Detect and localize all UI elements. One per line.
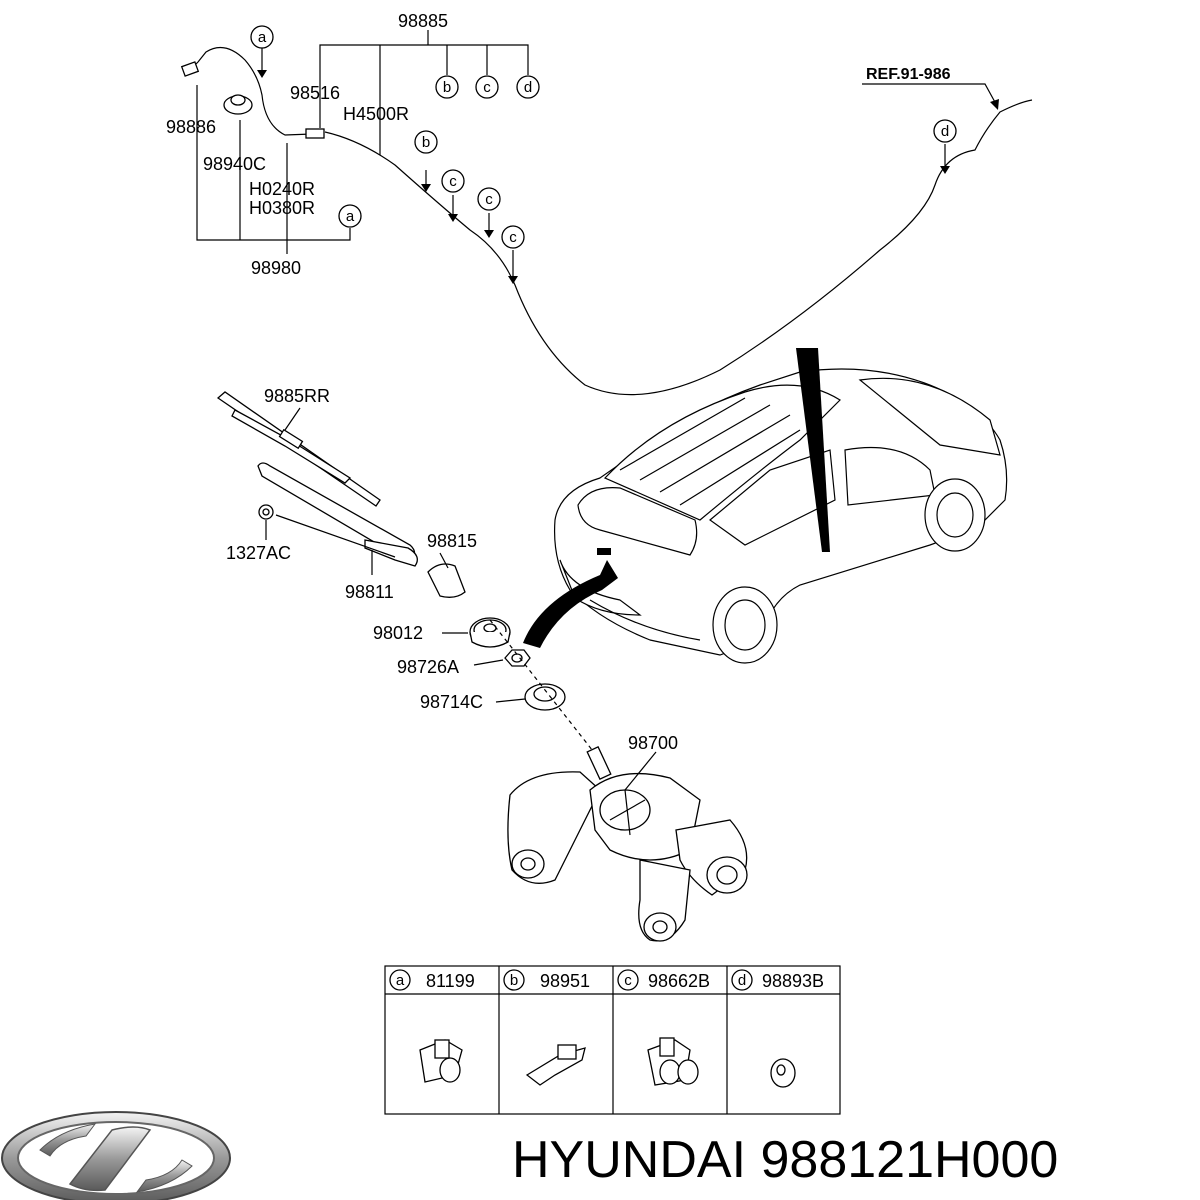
legend-part-98662b: 98662B (648, 971, 710, 991)
clip-legend-table: a 81199 b 98951 c 98662B d 98893B (384, 965, 841, 1115)
label-9885rr: 9885RR (264, 386, 330, 406)
callout-b-top: b (435, 75, 459, 99)
label-h0380r: H0380R (249, 198, 315, 218)
callout-c-hose-3: c (501, 225, 525, 249)
callout-d-top: d (516, 75, 540, 99)
svg-text:c: c (509, 229, 517, 246)
hyundai-logo (1, 1111, 231, 1200)
label-ref: REF.91-986 (866, 66, 951, 83)
label-98012: 98012 (373, 623, 423, 643)
label-98811: 98811 (345, 582, 394, 602)
label-1327ac: 1327AC (226, 543, 291, 563)
legend-cell-d: d 98893B (731, 969, 824, 1088)
label-98714c: 98714C (420, 692, 483, 712)
wiper-motor (507, 746, 748, 942)
svg-text:c: c (483, 79, 491, 96)
callout-a-bracket: a (338, 204, 362, 228)
vehicle-illustration (523, 348, 1008, 664)
label-98886: 98886 (166, 117, 216, 137)
label-98980: 98980 (251, 258, 301, 278)
svg-text:c: c (449, 173, 457, 190)
label-98885: 98885 (398, 11, 448, 31)
label-h4500r: H4500R (343, 104, 409, 124)
callout-c-hose-2: c (477, 187, 501, 211)
callouts: a b c d a b c c c d (250, 25, 957, 249)
svg-text:b: b (422, 134, 430, 151)
legend-cell-a: a 81199 (389, 969, 475, 1083)
svg-text:a: a (346, 208, 355, 225)
svg-text:a: a (258, 29, 267, 46)
legend-letter-b: b (510, 972, 518, 989)
legend-letter-a: a (396, 972, 405, 989)
label-h0240r: H0240R (249, 179, 315, 199)
svg-text:d: d (941, 123, 949, 140)
wiper-arm-blade (216, 391, 466, 598)
label-98815: 98815 (427, 531, 477, 551)
callout-c-hose-1: c (441, 169, 465, 193)
pivot-parts (442, 617, 601, 761)
callout-c-top: c (475, 75, 499, 99)
legend-part-98893b: 98893B (762, 971, 824, 991)
callout-d-hose: d (933, 119, 957, 143)
callout-b-hose: b (414, 130, 438, 154)
svg-text:b: b (443, 79, 451, 96)
legend-part-98951: 98951 (540, 971, 590, 991)
legend-cell-b: b 98951 (503, 969, 590, 1086)
legend-part-81199: 81199 (426, 971, 475, 991)
hose-assembly (180, 30, 1033, 396)
svg-text:d: d (524, 79, 532, 96)
label-98516: 98516 (290, 83, 340, 103)
svg-text:c: c (485, 191, 493, 208)
legend-letter-c: c (624, 972, 632, 989)
legend-letter-d: d (738, 972, 746, 989)
callout-a-top: a (250, 25, 274, 49)
label-98940c: 98940C (203, 154, 266, 174)
legend-cell-c: c 98662B (617, 969, 710, 1086)
brand-part-number: HYUNDAI 988121H000 (512, 1131, 1058, 1189)
label-98700: 98700 (628, 733, 678, 753)
label-98726a: 98726A (397, 657, 459, 677)
